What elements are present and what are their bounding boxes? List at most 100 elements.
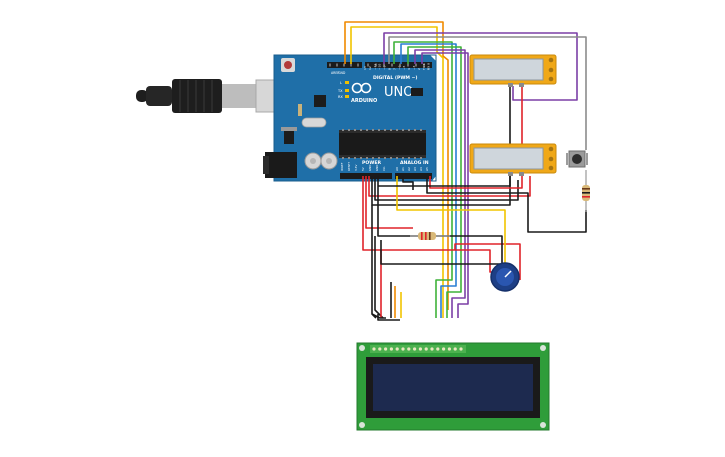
wire-red-5v[interactable] [362,176,521,280]
lcd-pin-8[interactable] [418,347,422,351]
wire-black-button[interactable] [426,176,587,233]
wire-black-pot-2[interactable] [380,240,500,265]
header-gnd-label: GND [338,71,346,75]
lcd-pin-5[interactable] [401,347,405,351]
digital-pin-label-11: 2 [417,68,421,70]
lcd-pin-3[interactable] [389,347,393,351]
wire-purple-lcd-2[interactable] [421,52,469,318]
wire-black-gnd[interactable] [371,176,511,206]
power-pin-label-0: IOREF [340,162,344,171]
led-l [345,81,349,84]
analog-pin-label-4: A4 [419,167,423,171]
led-tx-label: TX [337,89,343,93]
wire-purple-lcd[interactable] [414,49,466,318]
potentiometer[interactable] [490,262,520,292]
lcd-pin-10[interactable] [430,347,434,351]
resistor-horizontal-body [418,232,436,240]
digital-pin-label-12: TX 1 [422,63,426,71]
lcd-pin-0[interactable] [372,347,376,351]
power-pin-label-5: GND [375,165,379,171]
analog-label: ANALOG IN [400,160,429,166]
lcd-16x2[interactable] [356,342,550,431]
wire-gray-top[interactable] [388,36,587,150]
digital-label: DIGITAL (PWM ~) [373,75,418,81]
analog-header [395,173,432,179]
lcd-pins [372,347,463,351]
digital-pin-label-4: ~9 [383,65,387,70]
analog-pin-label-3: A3 [413,167,417,171]
lcd-pin-4[interactable] [395,347,399,351]
lcd-pin-7[interactable] [413,347,417,351]
icsp-header [411,88,423,96]
wire-yellow-top[interactable] [350,26,444,318]
lcd-pin-12[interactable] [442,347,446,351]
lcd-pin-header [370,345,466,353]
power-pin-label-4: GND [368,165,372,171]
wire-red-5v-2[interactable] [365,176,413,229]
lcd-screen [373,364,533,411]
arduino-logo: ARDUINO [351,82,377,104]
wire-blue-top[interactable] [400,43,457,318]
wire-black-gnd-2[interactable] [374,176,519,201]
sensor-module-top-window [473,58,544,81]
lcd-pin-2[interactable] [384,347,388,351]
lcd-pin-15[interactable] [459,347,463,351]
usb-plug-tip [136,90,148,102]
wires [344,21,587,321]
sensor-module-bottom[interactable] [469,143,557,176]
digital-pin-label-8: ~5 [402,65,406,70]
lcd-pin-1[interactable] [378,347,382,351]
arduino-brand: ARDUINO [351,98,377,104]
wire-black-top-sensor[interactable] [378,85,511,187]
digital-header-right [365,62,432,68]
power-label: POWER [362,160,381,166]
power-pin-label-1: RESET [347,162,351,171]
board-model: UNO [384,85,413,100]
lcd-pin-13[interactable] [447,347,451,351]
power-pin-label-6: Vin [382,166,386,171]
digital-pin-label-9: 4 [407,68,411,70]
analog-pin-label-1: A1 [401,167,405,171]
analog-pin-label-2: A2 [407,167,411,171]
wire-black-drop[interactable] [371,313,386,319]
sensor-module-top[interactable] [469,54,557,87]
analog-pin-label-0: A0 [395,167,399,171]
wire-purple-top[interactable] [383,32,578,101]
power-jack [265,152,297,178]
wire-yellow-a0[interactable] [396,176,506,275]
wire-green-top-1[interactable] [393,41,453,318]
power-pin-label-3: 5V [361,167,365,171]
digital-pin-label-1: 12 [368,66,372,70]
digital-pin-label-6: 7 [392,68,396,70]
wire-red-top-sensor[interactable] [429,85,523,189]
resistor-horizontal[interactable] [410,232,450,240]
led-rx [345,95,349,98]
wire-green-top-2[interactable] [407,46,462,318]
lcd-pin-14[interactable] [453,347,457,351]
sensor-module-bottom-window [473,147,544,170]
usb-cable [136,79,287,113]
wire-black-lcd-4[interactable] [377,314,400,321]
digital-pin-label-5: 8 [388,68,392,70]
led-tx [345,89,349,92]
power-pin-label-2: 3.3V [354,165,358,171]
pushbutton[interactable] [566,150,588,168]
lcd-pin-11[interactable] [436,347,440,351]
usb-connector [222,84,256,108]
digital-pin-label-10: ~3 [412,65,416,70]
wire-red-sensor[interactable] [368,176,531,197]
lcd-pin-9[interactable] [424,347,428,351]
crystal [301,117,327,128]
analog-pin-label-5: A5 [425,167,429,171]
wire-orange-top[interactable] [344,21,449,310]
resistor-vertical[interactable] [582,170,590,212]
digital-pin-label-0: 13 [363,66,367,70]
lcd-pin-6[interactable] [407,347,411,351]
digital-pin-label-2: ~11 [373,64,377,70]
pushbutton-cap[interactable] [572,154,582,164]
